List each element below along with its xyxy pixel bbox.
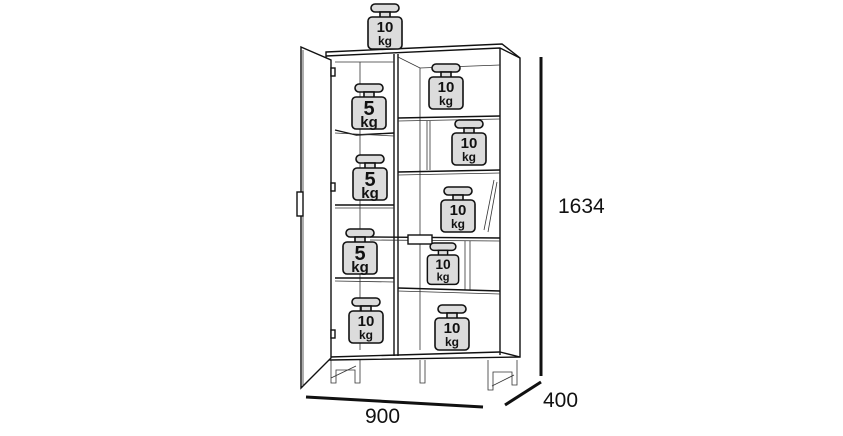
weight-knob-icon [454,119,484,129]
weight-unit: kg [359,328,373,342]
weight-knob-icon [443,186,473,196]
weight-body-icon [352,167,388,201]
weight-unit: kg [378,34,392,48]
weight-body-icon [342,241,378,275]
weight-knob-icon [345,228,375,238]
weight-left-1: 5kg [351,83,387,131]
weight-value: 5 [354,243,365,265]
weight-body-icon [348,310,384,344]
weight-unit: kg [445,335,459,349]
hinge [330,182,336,192]
open-door [296,45,336,390]
weight-body-icon [428,76,464,110]
weight-unit: kg [351,259,369,276]
weight-unit: kg [451,217,465,231]
weight-value: 10 [444,320,461,337]
weight-left-3: 5kg [342,228,378,276]
weight-unit: kg [437,272,450,284]
weight-value: 10 [377,19,394,36]
weight-knob-icon [370,3,400,13]
width-label: 900 [365,405,400,428]
weight-knob-icon [355,154,385,164]
weight-knob-icon [351,297,381,307]
dimension-height: 1634 [539,57,605,376]
dimension-width: 900 [305,395,484,428]
weight-value: 10 [435,257,451,272]
weight-body-icon [440,199,476,233]
weight-unit: kg [361,185,379,202]
dimension-depth: 400 [504,380,578,412]
weight-unit: kg [439,94,453,108]
weight-value: 10 [450,202,467,219]
depth-label: 400 [543,389,578,412]
height-label: 1634 [558,195,605,218]
weight-knob-icon [437,304,467,314]
weight-unit: kg [462,150,476,164]
weight-value: 10 [461,135,478,152]
hinge [330,67,336,77]
weight-knob-icon [429,242,457,252]
weight-body-icon [426,254,460,286]
weight-value: 5 [364,169,375,191]
weight-body-icon [351,96,387,130]
weight-body-icon [434,317,470,351]
weight-body-icon [367,16,403,50]
weight-knob-icon [431,63,461,73]
weight-value: 5 [363,98,374,120]
weight-unit: kg [360,114,378,131]
hinge [330,329,336,339]
door-handle [296,191,304,217]
legs [330,360,518,391]
weight-left-2: 5kg [352,154,388,202]
weight-value: 10 [438,79,455,96]
weight-body-icon [451,132,487,166]
weight-knob-icon [354,83,384,93]
weight-value: 10 [358,313,375,330]
